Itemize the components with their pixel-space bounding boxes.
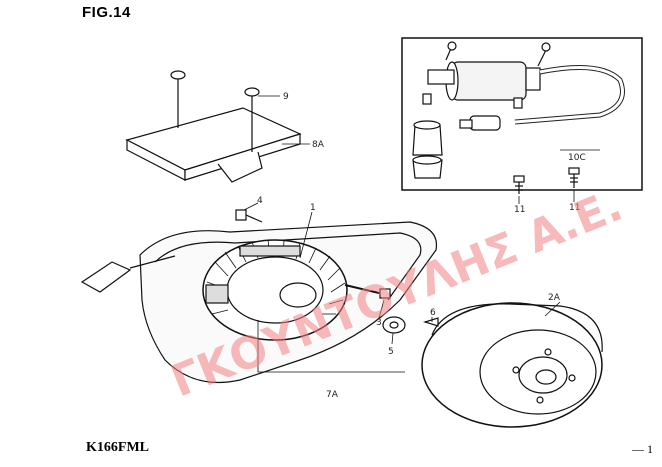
callout-10c: 10C bbox=[568, 153, 586, 163]
stator bbox=[202, 239, 348, 341]
page-number-value: 1 bbox=[647, 442, 653, 456]
callout-7a: 7A bbox=[326, 390, 339, 400]
page-number: — 1 bbox=[632, 442, 653, 457]
callout-11-left: 11 bbox=[514, 205, 525, 215]
cdi-unit bbox=[125, 70, 302, 183]
engine-model-label: K166FML bbox=[86, 440, 149, 455]
nut-5 bbox=[382, 316, 406, 334]
callout-2a: 2A bbox=[548, 293, 561, 303]
callout-6: 6 bbox=[430, 308, 436, 318]
bolt-11-left bbox=[513, 175, 525, 194]
callout-9: 9 bbox=[283, 92, 289, 102]
callout-5: 5 bbox=[388, 347, 394, 357]
figure-title: FIG.14 bbox=[82, 4, 131, 21]
bolt-11-right bbox=[568, 167, 580, 188]
page-dash: — bbox=[632, 442, 644, 456]
bolt-3 bbox=[344, 284, 391, 299]
callout-3: 3 bbox=[376, 318, 382, 328]
flywheel-rotor bbox=[421, 302, 603, 428]
leader-lines bbox=[243, 95, 600, 373]
ignition-coil bbox=[412, 41, 625, 179]
callout-11-right: 11 bbox=[569, 203, 580, 213]
callout-4: 4 bbox=[257, 196, 263, 206]
bolt-4 bbox=[235, 209, 263, 223]
woodruff-key-6 bbox=[422, 317, 439, 327]
callout-8a: 8A bbox=[312, 140, 325, 150]
callout-1: 1 bbox=[310, 203, 316, 213]
